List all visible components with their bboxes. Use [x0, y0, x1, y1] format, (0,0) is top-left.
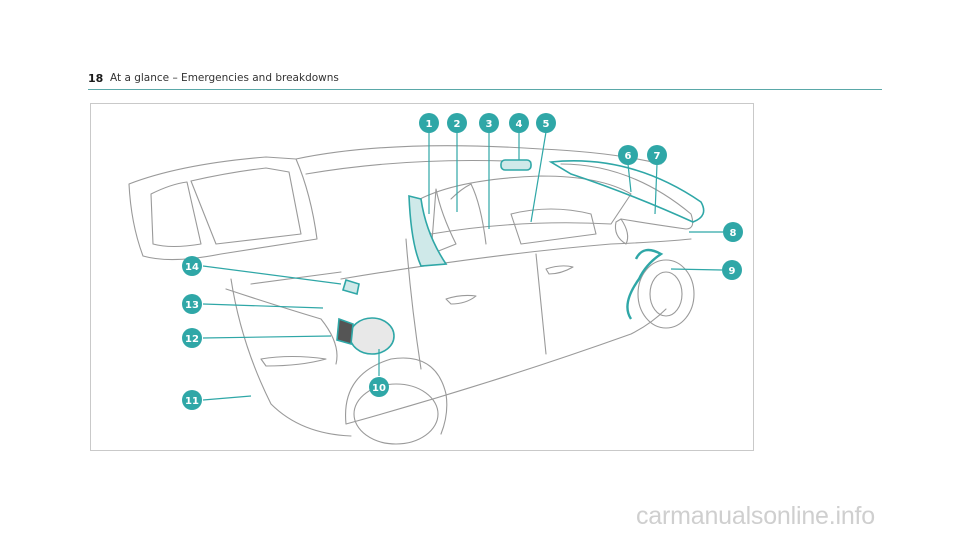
leader-lines — [202, 131, 723, 401]
callout-badges: 1 2 3 4 5 6 7 8 9 10 11 12 13 14 — [182, 113, 743, 410]
callout-1: 1 — [419, 113, 439, 133]
svg-text:2: 2 — [454, 119, 461, 130]
callout-6: 6 — [618, 145, 638, 165]
callout-4: 4 — [509, 113, 529, 133]
svg-text:13: 13 — [185, 300, 199, 311]
callout-11: 11 — [182, 390, 202, 410]
svg-text:11: 11 — [185, 396, 199, 407]
callout-14: 14 — [182, 256, 202, 276]
svg-text:7: 7 — [654, 151, 661, 162]
section-title: At a glance – Emergencies and breakdowns — [110, 72, 339, 84]
callout-10: 10 — [369, 377, 389, 397]
svg-text:5: 5 — [543, 119, 550, 130]
svg-text:12: 12 — [185, 334, 199, 345]
b-pillar-highlight — [408, 194, 448, 267]
callout-12: 12 — [182, 328, 202, 348]
svg-text:10: 10 — [372, 383, 386, 394]
front-tyre-highlight — [626, 248, 664, 320]
callout-13: 13 — [182, 294, 202, 314]
vehicle-illustration: 1 2 3 4 5 6 7 8 9 10 11 12 13 14 — [90, 103, 754, 451]
page-header: 18 At a glance – Emergencies and breakdo… — [88, 72, 882, 90]
vehicle-drawing: 1 2 3 4 5 6 7 8 9 10 11 12 13 14 — [128, 113, 743, 445]
highlighted-components — [336, 159, 705, 355]
fuel-cap — [336, 317, 354, 346]
svg-text:9: 9 — [729, 266, 736, 277]
callout-8: 8 — [723, 222, 743, 242]
watermark: carmanualsonline.info — [636, 502, 876, 530]
car-outline — [128, 145, 695, 445]
fuel-filler-flap — [349, 317, 395, 355]
callout-2: 2 — [447, 113, 467, 133]
svg-text:6: 6 — [625, 151, 632, 162]
svg-text:8: 8 — [730, 228, 737, 239]
page-number: 18 — [88, 72, 104, 85]
interior-light-highlight — [500, 159, 532, 171]
callout-9: 9 — [722, 260, 742, 280]
svg-text:4: 4 — [516, 119, 523, 130]
svg-text:1: 1 — [426, 119, 433, 130]
svg-text:14: 14 — [185, 262, 199, 273]
header-rule — [88, 89, 882, 90]
callout-3: 3 — [479, 113, 499, 133]
storage-compartment — [342, 278, 360, 296]
hood-highlight — [548, 160, 705, 223]
svg-text:3: 3 — [486, 119, 493, 130]
callout-5: 5 — [536, 113, 556, 133]
callout-7: 7 — [647, 145, 667, 165]
